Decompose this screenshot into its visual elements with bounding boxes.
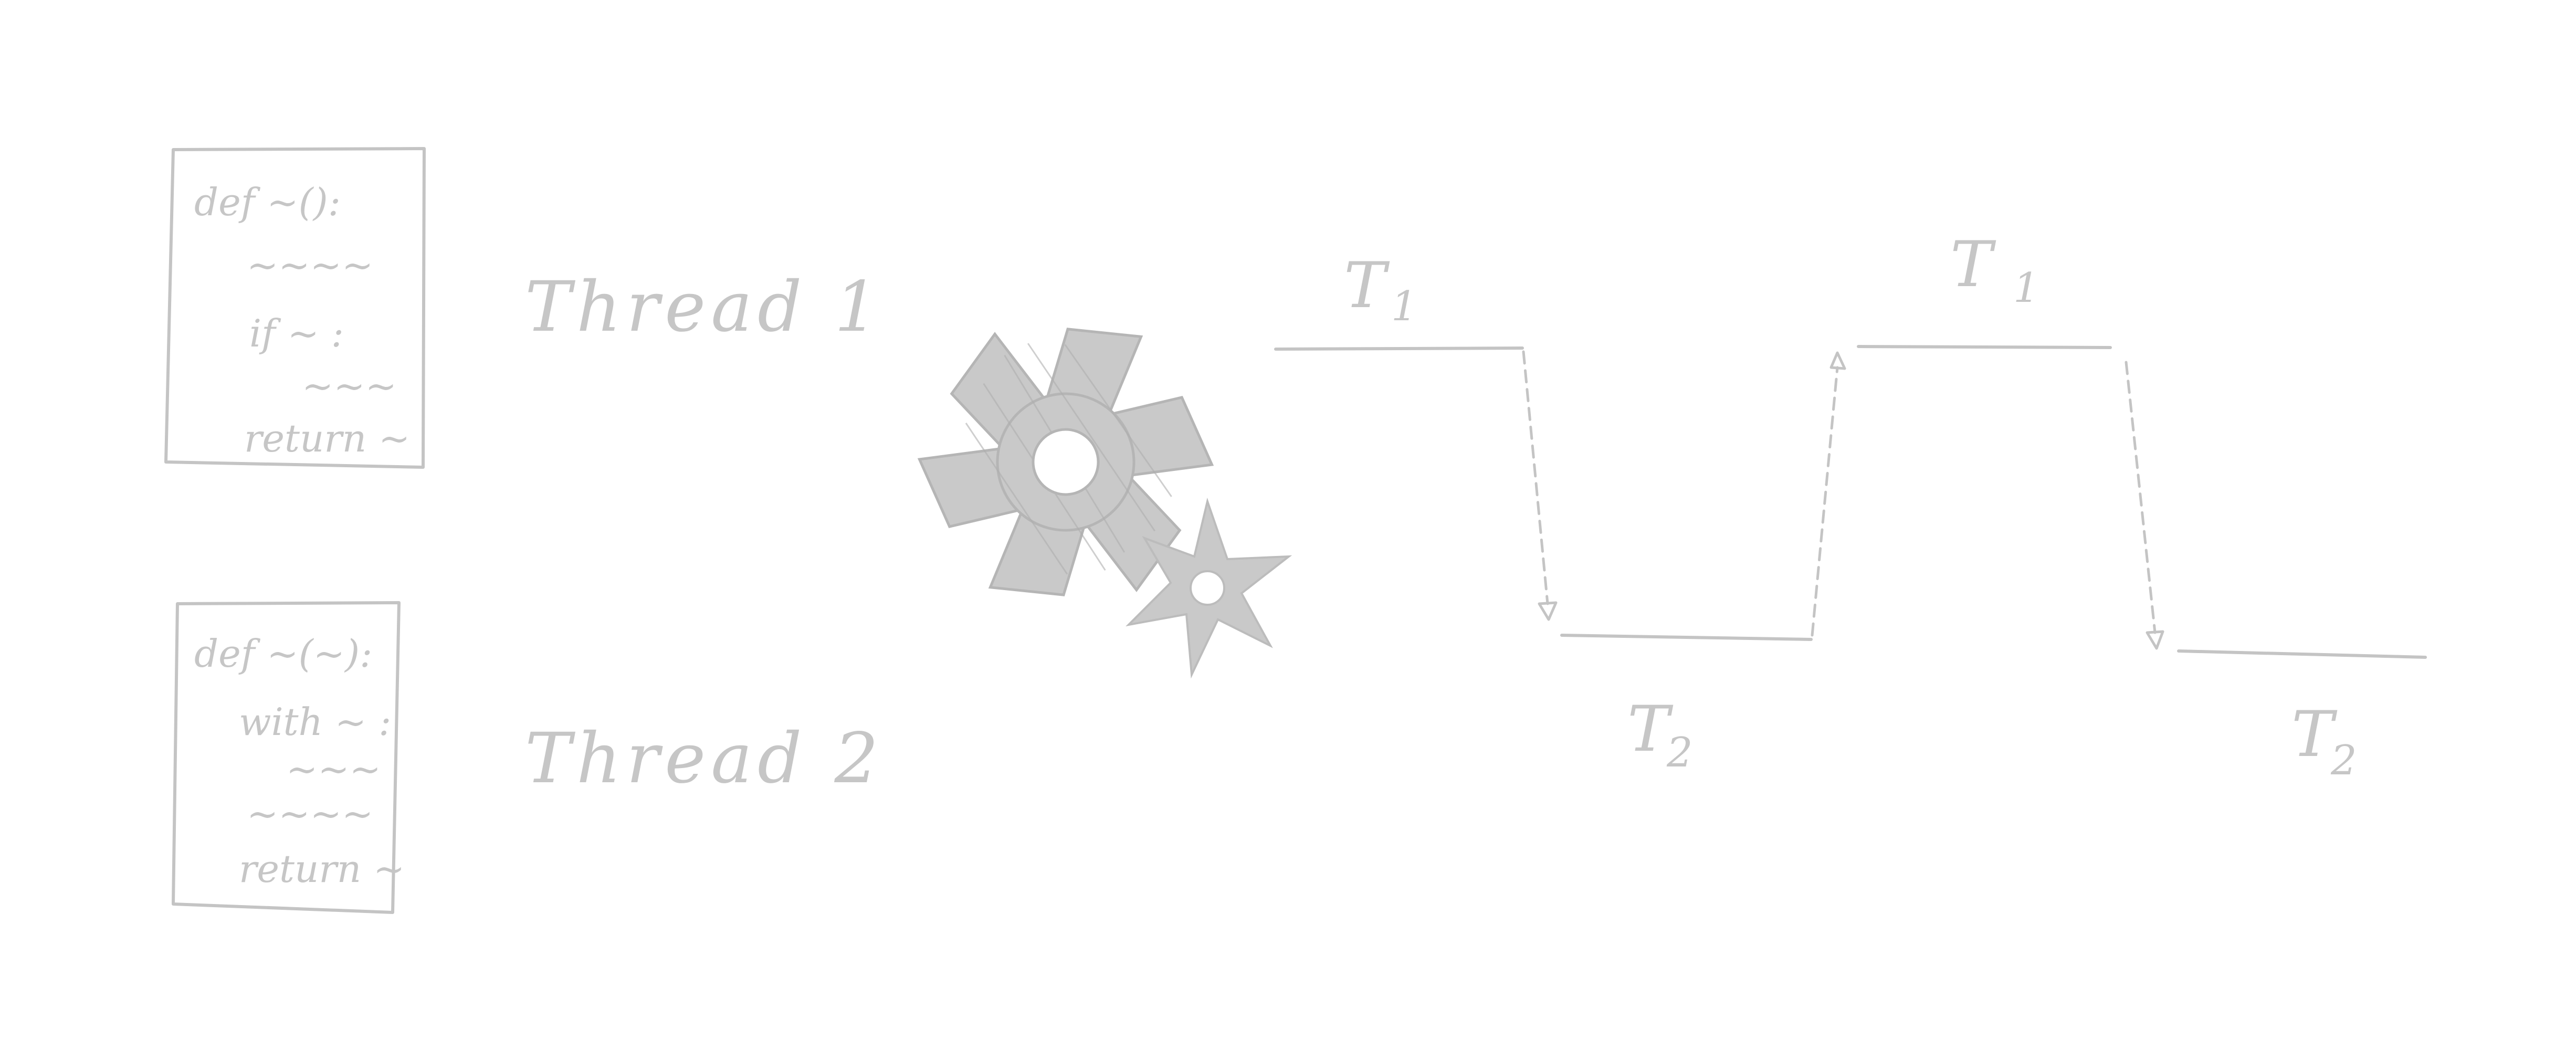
timeline-label-4: T 2 [2291,698,2357,784]
code-line: def ~(): [194,180,341,224]
code-line: return ~ [239,847,405,891]
thread-1-label: Thread 1 [525,267,884,348]
code-line: ~~~ [286,747,381,791]
timeline-segment-t2 [1560,634,1813,641]
code-line: ~~~~ [247,243,373,287]
timeline-label-letter: T [2291,698,2338,771]
code-block-1: def ~(): ~~~~ if ~ : ~~~ return ~ [164,147,426,469]
code-line: if ~ : [249,311,344,355]
timeline-label-2: T 2 [1627,693,1693,776]
timeline-label-1: T 1 [1344,249,1417,330]
switch-arrow-up [1811,366,1839,637]
code-line: with ~ : [239,700,391,744]
switch-arrow-down [2125,361,2157,634]
timeline-label-letter: T [1344,249,1390,322]
timeline-label-letter: T [1627,693,1674,766]
timeline-label-letter: T [1950,228,1996,301]
arrowhead-icon [2146,630,2164,650]
timeline-label-3: T 1 [1950,228,2039,312]
arrowhead-icon [1830,351,1846,370]
code-block-1-frame [164,147,426,469]
code-block-2-frame [172,601,401,914]
timeline-segment-t1 [1857,345,2112,349]
thread-2-label: Thread 2 [525,718,884,799]
code-line: ~~~~ [247,792,373,836]
code-line: return ~ [244,416,410,460]
small-gear-icon [1126,497,1292,679]
switch-arrow-down [1522,350,1549,605]
timeline-segment-t1 [1274,346,1524,351]
arrowhead-icon [1538,601,1558,621]
large-gear-icon [917,328,1214,596]
code-line: ~~~ [302,364,397,408]
timeline-label-index: 1 [1391,283,1417,330]
timeline-label-index: 1 [2013,265,2039,312]
code-block-2: def ~(~): with ~ : ~~~ ~~~~ return ~ [172,601,405,914]
timeline-label-index: 2 [2330,737,2357,784]
code-line: def ~(~): [194,632,372,676]
timeline-label-index: 2 [1666,729,1693,776]
execution-timeline [1274,345,2427,659]
timeline-segment-t2 [2177,649,2427,659]
